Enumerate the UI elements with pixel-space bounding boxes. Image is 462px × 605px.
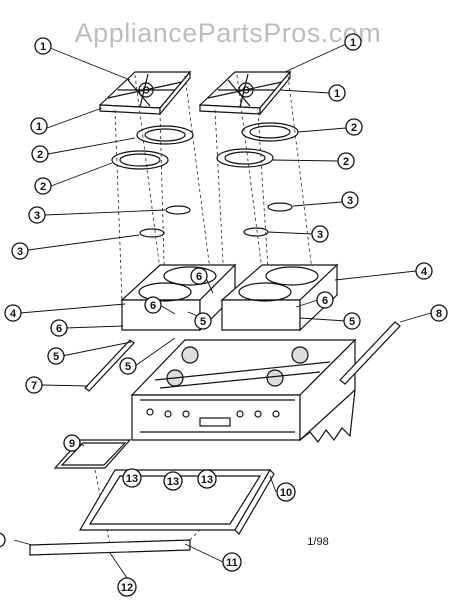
svg-text:1: 1 bbox=[350, 37, 356, 49]
svg-text:9: 9 bbox=[69, 438, 75, 450]
svg-text:11: 11 bbox=[226, 557, 238, 569]
callout-10: 10 bbox=[276, 482, 296, 502]
burner-cap-back-left bbox=[165, 205, 191, 215]
callout-1-a: 1 bbox=[34, 37, 52, 55]
svg-text:1: 1 bbox=[334, 88, 340, 100]
svg-text:4: 4 bbox=[421, 266, 428, 278]
callout-4-a: 4 bbox=[4, 304, 22, 322]
burner-grate-left bbox=[98, 70, 192, 116]
callout-2-b: 2 bbox=[345, 118, 363, 136]
callout-6-b: 6 bbox=[144, 296, 162, 314]
leader-lines bbox=[13, 43, 432, 579]
side-rail-right bbox=[339, 321, 401, 385]
watermark-text: AppliancePartsPros.com bbox=[75, 18, 382, 48]
svg-text:8: 8 bbox=[436, 308, 442, 320]
callout-7: 7 bbox=[25, 376, 43, 394]
callout-9: 9 bbox=[63, 434, 81, 452]
drip-bowl-front-right bbox=[216, 148, 274, 168]
callout-11: 11 bbox=[222, 552, 242, 572]
callout-1-b: 1 bbox=[344, 33, 362, 51]
callout-1-d: 1 bbox=[328, 84, 346, 102]
svg-text:3: 3 bbox=[347, 195, 353, 207]
callout-6-c: 6 bbox=[50, 319, 68, 337]
callout-2-a: 2 bbox=[31, 145, 49, 163]
drip-bowl-front-left bbox=[111, 150, 169, 170]
burner-cap-back-right bbox=[267, 202, 293, 212]
svg-text:13: 13 bbox=[126, 473, 138, 485]
svg-text:2: 2 bbox=[343, 156, 349, 168]
svg-text:6: 6 bbox=[150, 300, 156, 312]
svg-text:5: 5 bbox=[200, 316, 206, 328]
callout-4-b: 4 bbox=[415, 262, 433, 280]
callout-1-c: 1 bbox=[30, 117, 48, 135]
callout-6-a: 6 bbox=[190, 267, 208, 285]
svg-text:13: 13 bbox=[201, 474, 213, 486]
callout-3-c: 3 bbox=[11, 242, 29, 260]
callout-13-c: 13 bbox=[197, 469, 217, 489]
cooktop-chassis bbox=[130, 338, 357, 444]
svg-text:5: 5 bbox=[349, 316, 355, 328]
svg-text:3: 3 bbox=[34, 210, 40, 222]
svg-text:2: 2 bbox=[40, 181, 46, 193]
callout-13-b: 13 bbox=[163, 471, 183, 491]
side-rail-left bbox=[84, 339, 135, 392]
svg-text:6: 6 bbox=[322, 295, 328, 307]
callout-5-a: 5 bbox=[47, 347, 65, 365]
svg-text:1: 1 bbox=[40, 41, 46, 53]
callout-3-b: 3 bbox=[341, 191, 359, 209]
svg-text:12: 12 bbox=[121, 582, 133, 594]
svg-text:5: 5 bbox=[53, 351, 59, 363]
burner-cap-front-right bbox=[243, 227, 269, 237]
svg-text:7: 7 bbox=[31, 380, 37, 392]
callout-2-d: 2 bbox=[337, 152, 355, 170]
burner-box-left bbox=[120, 263, 237, 332]
front-trim-strip bbox=[29, 539, 191, 556]
burner-cap-front-left bbox=[139, 228, 165, 238]
svg-text:3: 3 bbox=[317, 229, 323, 241]
date-code: 1/98 bbox=[307, 536, 328, 548]
burner-grate-right bbox=[198, 70, 292, 116]
svg-text:1: 1 bbox=[36, 121, 42, 133]
callout-5-d: 5 bbox=[343, 312, 361, 330]
svg-text:2: 2 bbox=[351, 122, 357, 134]
svg-text:5: 5 bbox=[125, 361, 131, 373]
drip-bowl-back-left bbox=[136, 125, 194, 145]
callout-3-d: 3 bbox=[311, 225, 329, 243]
svg-text:6: 6 bbox=[56, 323, 62, 335]
callout-3-a: 3 bbox=[28, 206, 46, 224]
callout-2-c: 2 bbox=[34, 177, 52, 195]
callout-5-c: 5 bbox=[119, 357, 137, 375]
callout-13-a: 13 bbox=[122, 468, 142, 488]
svg-text:6: 6 bbox=[196, 271, 202, 283]
callout-5-b: 5 bbox=[194, 312, 212, 330]
drip-bowl-back-right bbox=[241, 122, 299, 142]
svg-text:3: 3 bbox=[17, 246, 23, 258]
svg-text:2: 2 bbox=[37, 149, 43, 161]
callout-cropped-edge bbox=[0, 532, 6, 548]
callout-8: 8 bbox=[430, 304, 448, 322]
callout-6-d: 6 bbox=[316, 291, 334, 309]
svg-text:13: 13 bbox=[167, 476, 179, 488]
callout-12: 12 bbox=[117, 577, 137, 597]
svg-text:4: 4 bbox=[10, 308, 17, 320]
svg-text:10: 10 bbox=[280, 487, 292, 499]
